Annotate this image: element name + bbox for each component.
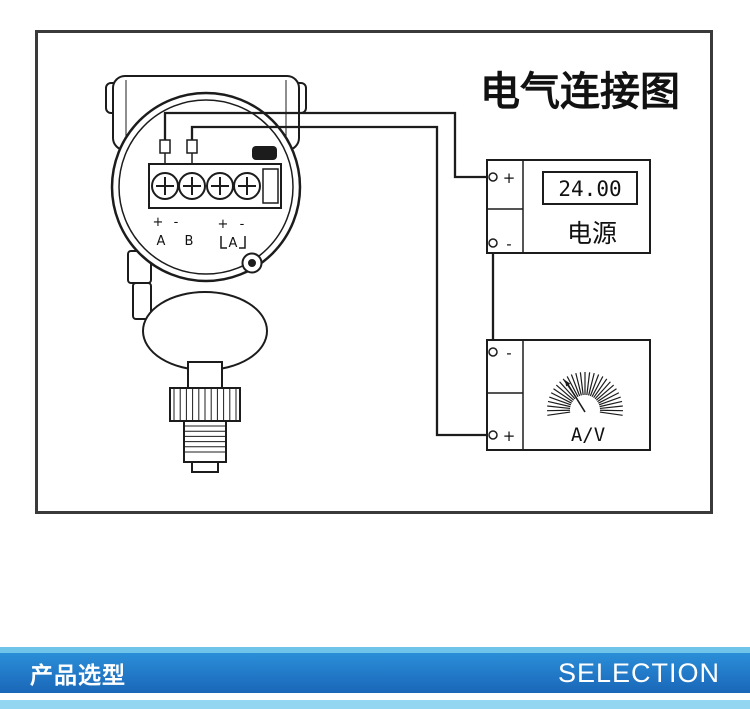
power-terminal-plus xyxy=(488,172,498,182)
vent-screw-center xyxy=(248,259,256,267)
terminal-label-minus2: - xyxy=(240,217,245,232)
wire-clamp-1 xyxy=(159,139,171,154)
thread-lines xyxy=(185,425,225,453)
meter-box xyxy=(486,339,651,451)
footer-band: 产品选型 SELECTION xyxy=(0,653,750,693)
terminal-label-plus1: + xyxy=(153,215,164,230)
diagram-title: 电气连接图 xyxy=(480,69,680,115)
power-supply-label: 电源 xyxy=(567,219,617,248)
power-display-bezel xyxy=(542,171,638,205)
bracket-right xyxy=(239,236,246,249)
footer-left-title: 产品选型 xyxy=(30,663,126,689)
meter-terminal-minus xyxy=(488,347,498,357)
probe-tip xyxy=(191,461,219,473)
terminal-label-plus2: + xyxy=(218,217,229,232)
footer-gap xyxy=(0,693,750,700)
wire-minus-to-meter xyxy=(190,125,489,437)
meter-label: A/V xyxy=(571,424,605,446)
meter-terminal-minus-label: - xyxy=(506,344,511,362)
terminal-label-a2: A xyxy=(229,236,238,251)
terminal-screws xyxy=(151,172,261,200)
footer-right-title: SELECTION xyxy=(557,657,720,688)
meter-terminal-plus xyxy=(488,430,498,440)
cover-inner-rim xyxy=(118,99,294,275)
power-terminal-plus-label: + xyxy=(503,169,516,187)
terminal-block xyxy=(148,139,282,274)
terminal-labels: + - A B + - A xyxy=(153,215,246,251)
power-display-value: 24.00 xyxy=(558,177,621,201)
meter-gauge-ticks xyxy=(546,372,624,416)
wire-clamp-2 xyxy=(186,139,198,154)
wiring xyxy=(163,111,495,437)
cable-gland xyxy=(252,146,277,160)
neck xyxy=(187,361,223,391)
bracket-left xyxy=(220,236,227,249)
wire-plus-to-power xyxy=(163,111,489,179)
terminal-label-b: B xyxy=(185,234,194,249)
footer-strip-bottom xyxy=(0,700,750,709)
transmitter-lower-body xyxy=(127,250,268,473)
power-terminal-minus xyxy=(488,238,498,248)
terminal-label-minus1: - xyxy=(174,215,179,230)
meter-terminal-plus-label: + xyxy=(503,427,516,445)
hex-fitting-hatching xyxy=(173,389,237,420)
power-supply-box xyxy=(486,159,651,254)
meter-needle xyxy=(565,380,586,413)
process-body xyxy=(142,291,268,371)
terminal-block-end xyxy=(262,168,279,204)
footer-strip-top xyxy=(0,647,750,653)
power-terminal-minus-label: - xyxy=(506,235,511,253)
terminal-label-a: A xyxy=(157,234,166,249)
mounting-bracket-lower xyxy=(132,282,152,320)
footer-banner: 产品选型 SELECTION xyxy=(0,647,750,709)
